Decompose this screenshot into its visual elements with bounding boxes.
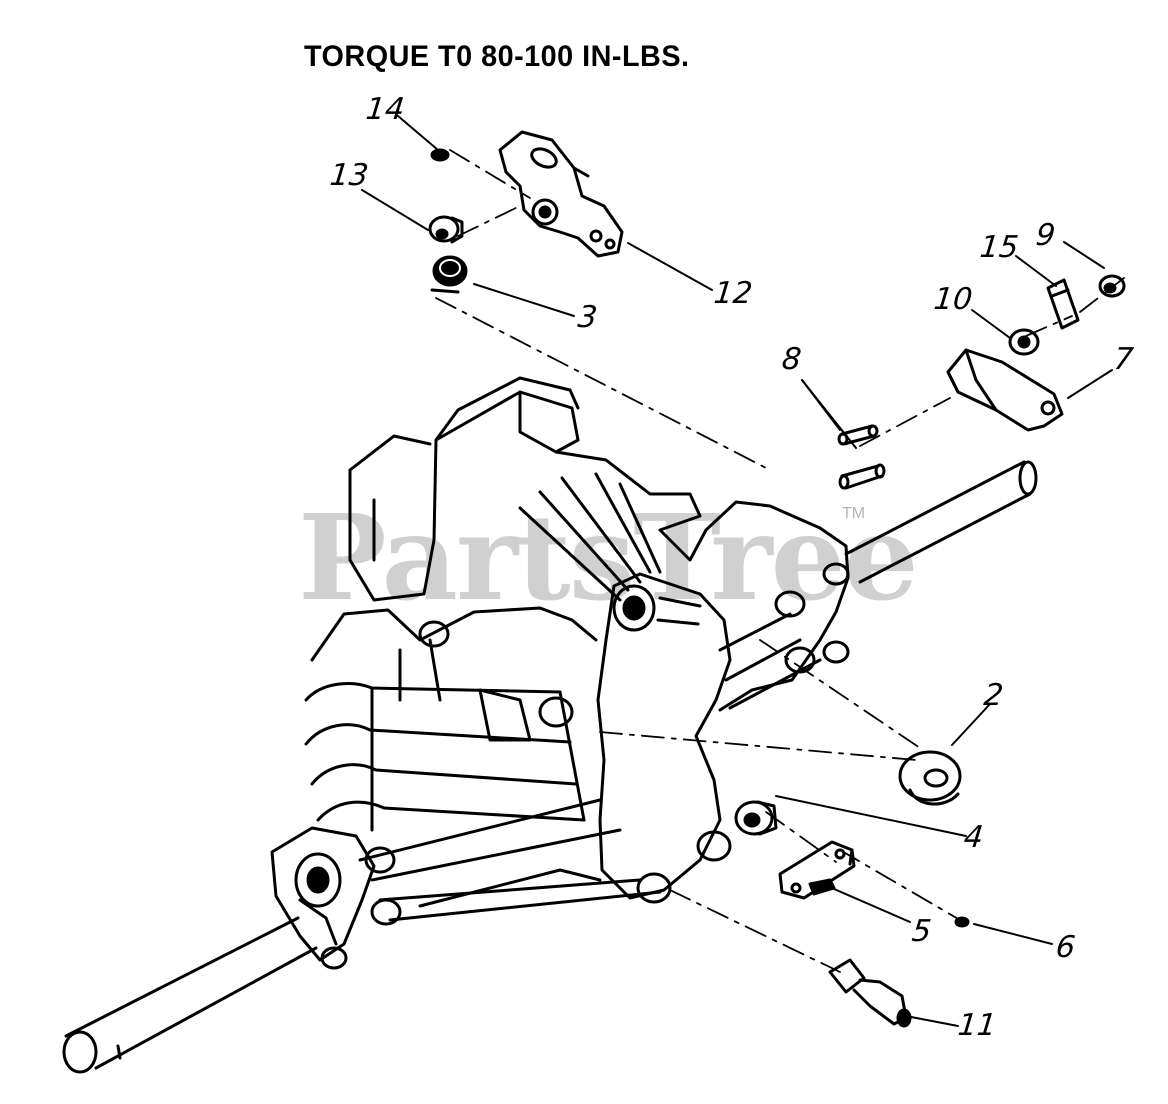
plate-bolt-part (778, 840, 856, 900)
thrust-washer-part (898, 750, 962, 806)
assembly-dashed-lines (435, 149, 1125, 973)
retainer-clip-part (1046, 278, 1080, 330)
screw-part (430, 148, 450, 162)
callout-label: 14 (364, 92, 407, 127)
small-washer-part (954, 916, 970, 928)
seal-plug-part (430, 255, 468, 294)
pins-part (837, 424, 886, 490)
fitting-part (828, 958, 912, 1028)
callout-label: 6 (1054, 930, 1077, 965)
spacer-part (428, 215, 464, 244)
callout-label: 11 (956, 1008, 999, 1043)
callout-label: 2 (982, 678, 1005, 713)
bracket-plate-part (946, 348, 1064, 432)
trademark-symbol: TM (842, 505, 866, 522)
callout-label: 9 (1034, 218, 1057, 253)
nut-part (1098, 274, 1126, 298)
callout-label: 8 (780, 342, 803, 377)
callout-label: 4 (962, 820, 985, 855)
shift-lever-bracket-part (498, 130, 624, 258)
callout-label: 12 (712, 276, 755, 311)
bushing-part (734, 800, 778, 836)
callout-label: 13 (328, 158, 371, 193)
callout-label: 7 (1112, 342, 1135, 377)
callout-label: 3 (576, 300, 599, 335)
callout-label: 5 (910, 914, 933, 949)
watermark: PartsTree (298, 488, 919, 627)
callout-label: 10 (932, 282, 975, 317)
washer-part (1008, 328, 1040, 356)
transaxle-housing (62, 376, 1038, 1074)
callout-label: 15 (978, 230, 1021, 265)
torque-note: TORQUE T0 80-100 IN-LBS. (304, 40, 690, 73)
